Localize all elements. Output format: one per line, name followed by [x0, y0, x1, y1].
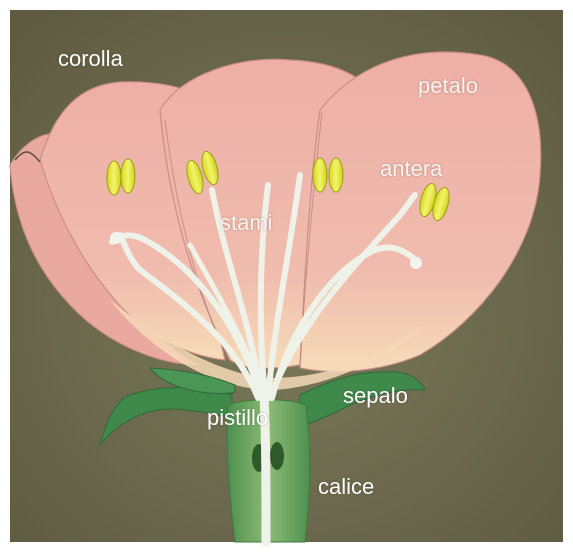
label-corolla: corolla [58, 48, 123, 70]
label-sepalo: sepalo [343, 385, 408, 407]
ovule-right [270, 442, 284, 470]
label-antera: antera [380, 158, 442, 180]
label-petalo: petalo [418, 75, 478, 97]
label-stami: stami [220, 212, 273, 234]
label-calice: calice [318, 476, 374, 498]
label-pistillo: pistillo [207, 407, 268, 429]
